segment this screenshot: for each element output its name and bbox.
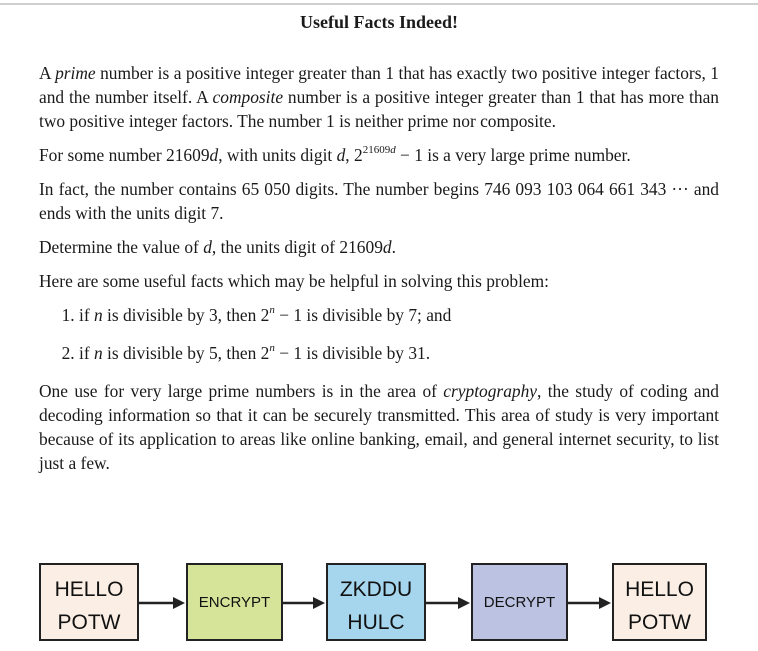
encryption-diagram: HELLO POTW ENCRYPT ZKDDU HULC DECRYPT HE… — [0, 556, 758, 651]
digits-paragraph: In fact, the number contains 65 050 digi… — [39, 179, 719, 223]
arrow-right-icon — [426, 597, 470, 609]
question-paragraph: Determine the value of d, the units digi… — [39, 237, 396, 257]
term-prime: prime — [55, 63, 96, 83]
plaintext-input-box: HELLO POTW — [39, 563, 139, 641]
exponent: 21609d — [362, 144, 396, 157]
encrypt-box: ENCRYPT — [186, 563, 283, 641]
prime-statement-paragraph: For some number 21609d, with units digit… — [39, 144, 631, 165]
hint-intro: Here are some useful facts which may be … — [39, 271, 549, 291]
top-divider — [0, 3, 758, 5]
arrow-right-icon — [139, 597, 185, 609]
term-cryptography: cryptography — [443, 381, 537, 401]
arrow-right-icon — [283, 597, 325, 609]
problem-body: A prime number is a positive integer gre… — [39, 61, 719, 485]
facts-list: if n is divisible by 3, then 2n − 1 is d… — [39, 303, 719, 365]
ellipsis: ··· — [671, 179, 689, 199]
cryptography-paragraph: One use for very large prime numbers is … — [39, 381, 719, 473]
plaintext-output-box: HELLO POTW — [612, 563, 707, 641]
ciphertext-box: ZKDDU HULC — [326, 563, 426, 641]
definition-paragraph: A prime number is a positive integer gre… — [39, 63, 719, 131]
page-title: Useful Facts Indeed! — [300, 12, 458, 32]
list-item: if n is divisible by 5, then 2n − 1 is d… — [79, 341, 719, 365]
arrow-right-icon — [568, 597, 611, 609]
list-item: if n is divisible by 3, then 2n − 1 is d… — [79, 303, 719, 327]
decrypt-box: DECRYPT — [471, 563, 568, 641]
term-composite: composite — [212, 87, 284, 107]
